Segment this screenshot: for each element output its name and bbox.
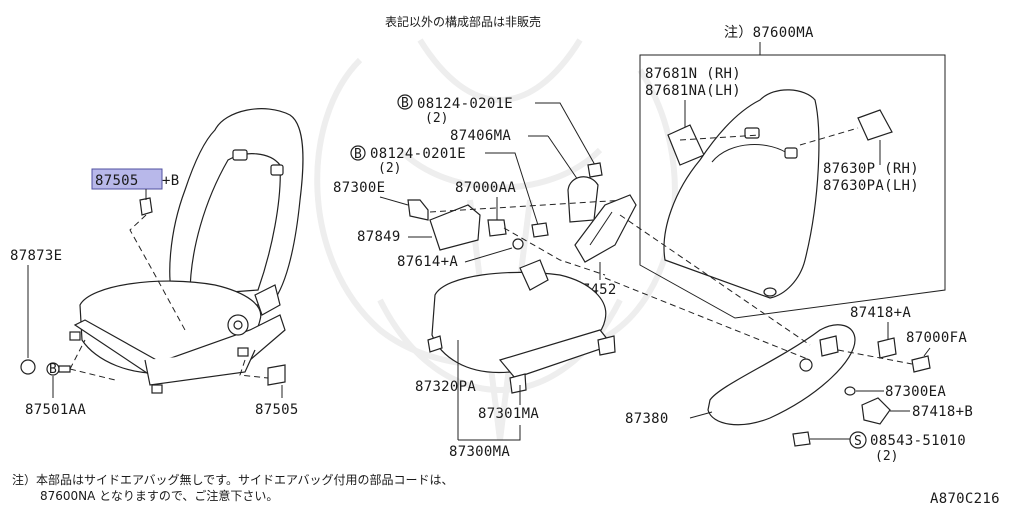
label-08124-top-qty: (2) <box>425 111 448 126</box>
label-87300ma[interactable]: 87300MA <box>449 444 510 460</box>
label-87320pa[interactable]: 87320PA <box>415 379 476 395</box>
label-08124-second-qty: (2) <box>378 161 401 176</box>
part-87452-plate <box>574 194 637 263</box>
label-87300e[interactable]: 87300E <box>333 180 385 196</box>
footer-note-line1: 注）本部品はサイドエアバッグ無しです。サイドエアバッグ付用の部品コードは、 <box>12 472 453 487</box>
svg-text:B: B <box>354 147 362 162</box>
part-87000fa-screw <box>911 355 931 373</box>
part-87873e-grommet <box>20 359 36 375</box>
label-87505b-suffix: +B <box>162 173 179 189</box>
label-87418b[interactable]: 87418+B <box>912 404 973 420</box>
label-87380[interactable]: 87380 <box>625 411 669 427</box>
label-87000fa[interactable]: 87000FA <box>906 330 967 346</box>
header-note: 表記以外の構成部品は非販売 <box>385 14 541 29</box>
label-87873e[interactable]: 87873E <box>10 248 62 264</box>
bolt-mark-top <box>397 94 413 110</box>
part-87600ma-backrest <box>663 89 820 299</box>
label-87000aa[interactable]: 87000AA <box>455 180 516 196</box>
part-87505-clip <box>267 364 286 386</box>
part-87849-bracket <box>429 204 481 251</box>
label-87630p[interactable]: 87630P (RH) <box>823 161 919 177</box>
label-87406ma[interactable]: 87406MA <box>450 128 511 144</box>
part-screw-08543 <box>792 431 811 447</box>
label-87505b[interactable]: 87505 <box>95 173 139 189</box>
part-87406ma-cover <box>567 176 599 223</box>
part-87418b-knob <box>861 397 891 425</box>
label-08543-qty: (2) <box>875 449 898 464</box>
label-87849[interactable]: 87849 <box>357 229 401 245</box>
label-87630pa[interactable]: 87630PA(LH) <box>823 178 919 194</box>
part-87630p-cover <box>857 109 893 141</box>
part-87614a-washer <box>512 238 524 250</box>
label-87418a[interactable]: 87418+A <box>850 305 911 321</box>
part-87380-cover <box>707 324 856 426</box>
box-87600ma <box>639 54 946 319</box>
part-87300e-pin <box>407 199 429 221</box>
seat-assembly-left <box>69 108 304 394</box>
part-87418a-clip <box>877 337 897 359</box>
bolt-mark-second <box>350 145 366 161</box>
label-87614a[interactable]: 87614+A <box>397 254 458 270</box>
label-87681n[interactable]: 87681N (RH) <box>645 66 741 82</box>
label-08124-second[interactable]: 08124-0201E <box>370 146 466 162</box>
label-87681na[interactable]: 87681NA(LH) <box>645 83 741 99</box>
part-87505b-highlight <box>91 168 163 190</box>
part-87300ea-washer <box>844 386 856 396</box>
part-bolt-08124-second <box>531 222 549 238</box>
label-87501aa[interactable]: 87501AA <box>25 402 86 418</box>
screw-mark-08543 <box>849 431 867 449</box>
label-87300ea[interactable]: 87300EA <box>885 384 946 400</box>
part-87000aa-nut <box>487 219 507 237</box>
svg-text:B: B <box>401 96 409 111</box>
diagram-code: A870C216 <box>930 491 1000 507</box>
part-87505b-clip <box>139 197 153 216</box>
label-08124-top[interactable]: 08124-0201E <box>417 96 513 112</box>
part-bolt-08124-top <box>587 162 603 178</box>
bolt-mark-87501aa: B <box>49 362 57 377</box>
label-87600ma[interactable]: 注）87600MA <box>724 25 814 41</box>
svg-text:S: S <box>854 434 862 449</box>
footer-note-line2: 87600NA となりますので、ご注意下さい。 <box>40 488 278 503</box>
label-87505[interactable]: 87505 <box>255 402 299 418</box>
label-87301ma[interactable]: 87301MA <box>478 406 539 422</box>
label-08543[interactable]: 08543-51010 <box>870 433 966 449</box>
